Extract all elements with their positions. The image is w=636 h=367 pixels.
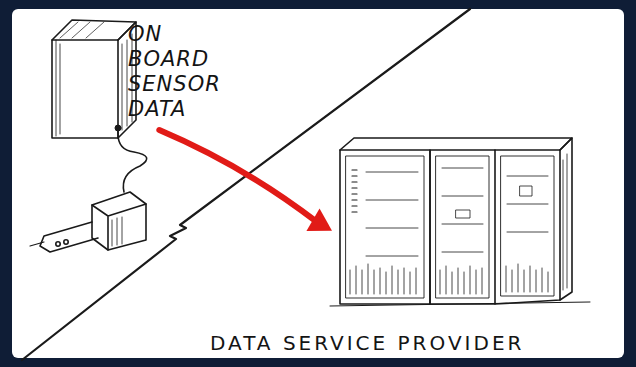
server-rack xyxy=(330,138,590,306)
plug-device xyxy=(30,192,146,252)
cable xyxy=(118,128,147,192)
white-panel xyxy=(12,9,624,358)
divider-line xyxy=(22,9,470,360)
data-flow-arrow xyxy=(159,130,332,231)
arrow-shaft xyxy=(159,130,316,222)
cable-jack xyxy=(115,125,121,131)
arrow-head xyxy=(306,208,332,230)
sensor-data-node: ON BOARD SENSOR DATA xyxy=(128,22,244,122)
node-label: ON BOARD SENSOR DATA xyxy=(128,22,240,122)
sensor-box xyxy=(52,20,136,138)
node-heading: DATA SERVICE PROVIDER xyxy=(210,331,524,355)
data-provider-node: DATA SERVICE PROVIDER xyxy=(338,140,560,305)
